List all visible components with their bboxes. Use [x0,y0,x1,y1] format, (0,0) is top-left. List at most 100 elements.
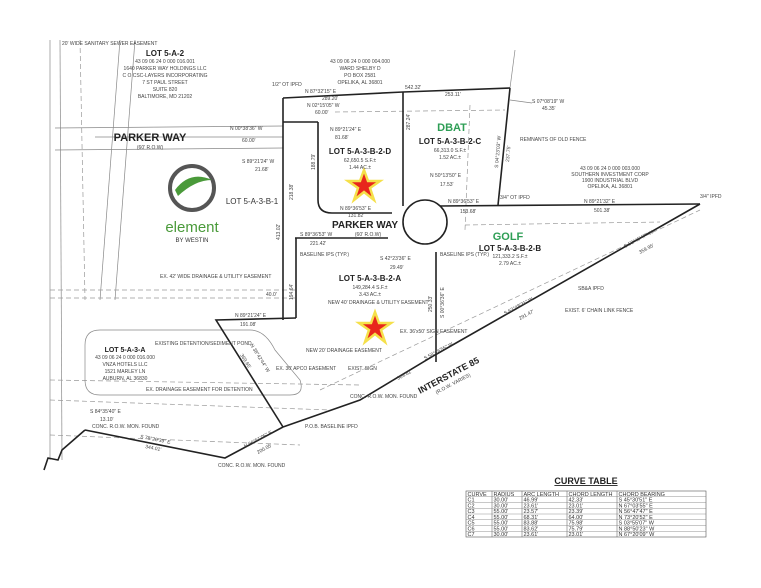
distance: 131.82' [348,213,364,219]
note: EX. 36'x50' SIGN EASEMENT [400,329,468,335]
note: BASELINE IPS (TYP.) [300,252,349,258]
road-label: PARKER WAY [114,132,187,144]
distance: 21.68' [255,167,269,173]
bearing: S 58°16'55" W [423,341,455,362]
distance: 40.0' [266,292,277,298]
lot-label: LOT 5-A-3-B-1 [226,197,279,206]
distance: 200.05' [256,443,273,456]
bearing: N 89°21'32" E [584,199,616,205]
note: CONC. R.O.W. MON. FOUND [350,394,418,400]
lot-info: PO BOX 2581 [344,73,376,79]
lot-area: 1.44 AC.± [349,165,371,171]
table-header: ARC LENGTH [524,492,559,498]
distance: 194.64' [289,284,295,300]
distance: 344.01' [145,444,162,453]
bearing: S 00°36'36" E [440,286,446,318]
table-cell: S 45°30'51" E [619,498,653,504]
lot-label: LOT 5-A-3-B-2-A [339,274,401,283]
distance: 29.49' [390,265,404,271]
lot-area: 2.79 AC.± [499,261,521,267]
lot-info: 43 09 06 24 0 000 004.000 [330,59,390,65]
curve-table-title: CURVE TABLE [554,476,617,486]
bearing: N 38°42'44" W [248,343,270,374]
distance: 289.20' [322,96,338,102]
bearing: N 89°21'24" E [235,313,267,319]
lot-area: 3.43 AC.± [359,292,381,298]
lot-area: 66,313.0 S.F.± [434,148,466,154]
logo-sub: BY WESTIN [176,238,209,244]
lot-info: BALTIMORE, MD 21202 [138,94,193,100]
lot-info: 1521 MARLEY LN [105,369,146,375]
distance: 542.32' [405,85,421,91]
bearing: S 89°36'53" W [300,232,333,238]
note: EX. 42' WIDE DRAINAGE & UTILITY EASEMENT [160,274,271,280]
note: SB&A IPFD [578,286,604,292]
table-cell: 30.00' [494,503,509,509]
easement-lines [49,39,701,461]
bearing: S 89°21'24" W [242,159,275,165]
table-cell: N 56°47'47" E [619,509,654,515]
table-cell: 23.39' [569,509,584,515]
table-cell: 23.01' [569,532,584,538]
note: EX. 30' APCO EASEMENT [276,366,336,372]
note: EXISTING DETENTION/SEDIMENT POND [155,341,252,347]
lot-info: C O CSC-LAYERS INCORPORATING [122,73,207,79]
distance: 60.00' [242,138,256,144]
distance: 309.81' [396,369,413,382]
note: BASELINE IPS (TYP.) [440,252,489,258]
dbat-label: DBAT [437,122,467,134]
bearing: S 04°23'03" W [494,135,503,168]
lot-label: LOT 5-A-3-B-2-D [329,147,391,156]
golf-label: GOLF [493,231,524,243]
note: EXIST. SIGN [348,366,377,372]
lot-info: 1640 PARKER WAY HOLDINGS LLC [124,66,207,72]
lot-label: LOT 5-A-3-B-2-C [419,137,481,146]
table-header: CHORD BEARING [619,492,665,498]
distance: 291.47' [518,309,535,322]
bearing: S 84°35'40" E [90,409,122,415]
lot-label: LOT 5-A-3-B-2-B [479,244,541,253]
note: CONC. R.O.W. MON. FOUND [218,463,286,469]
distance: 218.38' [289,184,295,200]
table-cell: 55.00' [494,509,509,515]
table-cell: 30.00' [494,498,509,504]
note: P.O.B. BASELINE IPFD [305,424,358,430]
distance: 253.11' [445,92,461,98]
note: 3/4" IPFD [700,194,722,200]
bearing: N 87°32'15" E [305,89,337,95]
table-cell: 83.88' [524,521,539,527]
note: NEW 40' DRAINAGE & UTILITY EASEMENT [328,300,429,306]
distance: 17.53' [440,182,454,188]
table-cell: 23.61' [524,532,539,538]
distance: 188.79' [311,154,317,170]
lot-info: WARD SHELBY D [339,66,381,72]
lot-info: 43 09 06 24 0 000 016.001 [135,59,195,65]
property-boundaries [43,87,701,471]
lot-area: 149,284.4 S.F.± [353,285,388,291]
distance: 413.02' [276,224,282,240]
lot-info: 1900 INDUSTRIAL BLVD [582,178,639,184]
lot-label: LOT 5-A-2 [146,49,185,58]
distance: 191.08' [240,322,256,328]
note: 20' WIDE SANITARY SEWER EASEMENT [62,41,157,47]
distance: 237.75' [505,145,512,162]
note: EXIST. 6' CHAIN LINK FENCE [565,308,634,314]
lot-info: SUITE 820 [153,87,178,93]
lot-info: OPELIKA, AL 36801 [337,80,382,86]
table-cell: 83.62' [524,526,539,532]
lot-info: VNZA HOTELS LLC [102,362,147,368]
table-cell: 23.01' [569,503,584,509]
table-cell: 30.00' [494,532,509,538]
lot-area: 121,333.2 S.F.± [493,254,528,260]
bearing: S 78°20'39" E [140,434,172,446]
road-row: (60' R.O.W) [137,145,164,151]
bearing: N 02°15'05" W [307,103,340,109]
table-cell: N 67°20'09" W [619,532,656,538]
note: NEW 20' DRAINAGE EASEMENT [306,348,382,354]
star-marker-icon [355,308,395,346]
table-cell: C3 [468,509,475,515]
distance: 221.42' [310,241,326,247]
note: 1/2" OT IPFD [272,82,302,88]
